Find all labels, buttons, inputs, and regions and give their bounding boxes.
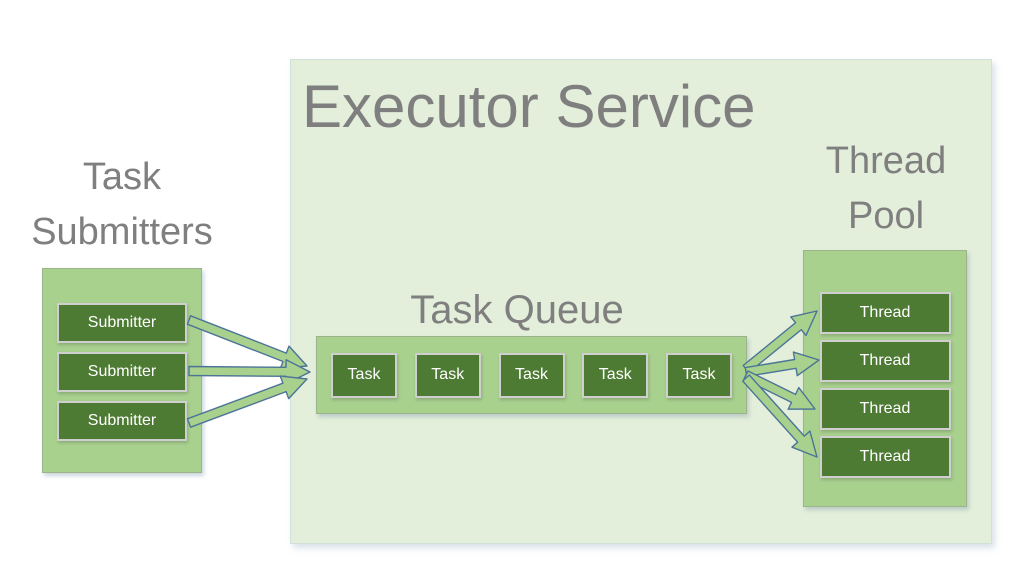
thread-box: Thread: [819, 292, 951, 334]
thread-box: Thread: [819, 388, 951, 430]
task-box: Task: [498, 352, 565, 398]
task-box: Task: [582, 352, 649, 398]
thread-pool-label-line2: Pool: [847, 195, 925, 237]
submitter-box: Submitter: [57, 401, 187, 441]
task-box: Task: [666, 352, 732, 398]
thread-box: Thread: [819, 340, 951, 382]
task-box: Task: [331, 352, 397, 398]
thread-pool-label: Thread Pool: [796, 134, 976, 244]
task-queue-container: Task Task Task Task Task: [316, 336, 747, 414]
executor-service-title: Executor Service: [302, 73, 756, 140]
task-submitters-label-line1: Task: [82, 156, 162, 198]
task-queue-label: Task Queue: [410, 288, 624, 332]
task-submitters-label: Task Submitters: [0, 150, 244, 260]
submitter-box: Submitter: [57, 352, 187, 392]
task-box: Task: [414, 352, 481, 398]
thread-pool-label-line1: Thread: [825, 140, 947, 182]
submitter-box: Submitter: [57, 303, 187, 343]
task-submitters-label-line2: Submitters: [31, 211, 213, 253]
thread-box: Thread: [819, 436, 951, 478]
